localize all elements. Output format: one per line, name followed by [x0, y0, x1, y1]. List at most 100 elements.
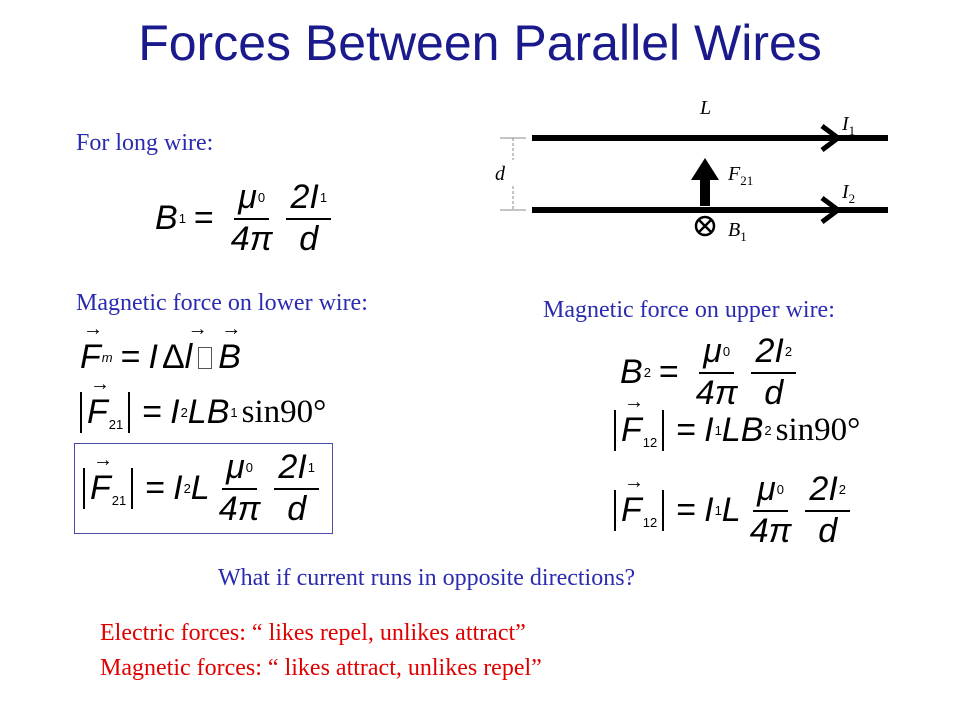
i-sub: 2: [838, 482, 846, 498]
b2-lhs-sub: 2: [643, 365, 651, 381]
diagram-label-b1: B1: [728, 219, 747, 244]
equation-f12-sin: F12 = I1 L B2 sin90°: [614, 390, 861, 451]
diagram-label-i1: I1: [841, 113, 855, 138]
mu-sub: 0: [245, 460, 253, 476]
sin-term: sin90°: [775, 411, 861, 448]
distance-d: d: [287, 489, 307, 528]
distance-d: d: [818, 511, 838, 550]
four-pi: 4π: [218, 489, 261, 528]
length-l: L: [721, 491, 741, 530]
length-l: L: [187, 392, 207, 431]
distance-d: d: [299, 219, 319, 258]
cross-product-box-icon: [198, 346, 213, 369]
force-vector-f: F: [621, 470, 644, 531]
mu-sub: 0: [722, 344, 731, 360]
parallel-wires-diagram: L I1 I2 d F21 B1: [495, 97, 888, 244]
electric-forces-rule: Electric forces: “ likes repel, unlikes …: [100, 620, 526, 646]
f21-sub: 21: [108, 417, 124, 432]
four-pi: 4π: [749, 511, 792, 550]
equals-sign: =: [120, 338, 141, 376]
diagram-label-i2: I2: [841, 181, 855, 206]
magnitude-bars: F12: [614, 390, 665, 451]
current-i: I: [704, 410, 714, 449]
equals-sign: =: [658, 353, 679, 392]
i-sub: 2: [183, 481, 191, 497]
lower-current-arrow-icon: [820, 196, 843, 224]
current-i: I: [148, 338, 158, 376]
diagram-label-f21: F21: [727, 163, 753, 188]
length-l: L: [721, 410, 741, 449]
equation-f21-boxed: F21 = I2 L μ0 4π 2I1 d: [74, 443, 333, 535]
four-pi: 4π: [695, 373, 738, 412]
equals-sign: =: [676, 410, 697, 449]
equals-sign: =: [145, 469, 166, 508]
i-sub: 1: [307, 460, 315, 476]
mu-symbol: μ: [226, 448, 245, 486]
force-arrow-up-icon: [691, 158, 719, 180]
magnitude-bars: F21: [83, 448, 134, 510]
mu-sub: 0: [257, 190, 266, 206]
force-vector-f: F: [80, 318, 103, 377]
f12-sub: 12: [642, 435, 658, 450]
lower-wire-label: Magnetic force on lower wire:: [76, 290, 368, 316]
b1-lhs-sub: 1: [178, 211, 186, 227]
i-sub: 2: [180, 404, 188, 420]
equals-sign: =: [676, 491, 697, 530]
length-vector-l: l: [185, 318, 207, 377]
diagram-label-l: L: [699, 97, 711, 119]
field-b: B: [206, 392, 230, 431]
two-i: 2I: [278, 448, 307, 486]
diagram-label-d: d: [495, 163, 506, 185]
magnitude-bars: F12: [614, 470, 665, 532]
f12-sub: 12: [642, 515, 658, 531]
magnetic-forces-rule: Magnetic forces: “ likes attract, unlike…: [100, 655, 542, 681]
i-sub: 1: [714, 503, 722, 519]
i-sub: 2: [784, 344, 793, 360]
opposite-current-question: What if current runs in opposite directi…: [218, 565, 636, 591]
i-sub: 1: [319, 190, 328, 206]
force-vector-f: F: [87, 372, 110, 433]
f21-sub: 21: [111, 493, 127, 509]
mu-symbol: μ: [238, 178, 257, 216]
mu-symbol: μ: [703, 332, 722, 370]
equals-sign: =: [193, 199, 214, 238]
force-vector-f: F: [90, 448, 113, 509]
fm-sub: m: [101, 350, 113, 365]
b-sub: 1: [230, 404, 238, 420]
delta-symbol: Δ: [161, 338, 185, 376]
field-vector-b: B: [218, 318, 241, 377]
b2-lhs: B: [620, 353, 643, 392]
upper-wire-label: Magnetic force on upper wire:: [543, 297, 835, 323]
field-b: B: [740, 410, 764, 449]
equation-f21-sin: F21 = I2 L B1 sin90°: [80, 372, 327, 433]
sin-term: sin90°: [241, 393, 327, 430]
equation-f12-full: F12 = I1 L μ0 4π 2I2 d: [614, 470, 855, 550]
long-wire-label: For long wire:: [76, 130, 214, 156]
b-sub: 2: [764, 422, 772, 438]
magnitude-bars: F21: [80, 372, 131, 433]
two-i: 2I: [755, 332, 784, 370]
current-i: I: [173, 469, 183, 508]
b1-lhs: B: [155, 199, 178, 238]
current-i: I: [170, 392, 180, 431]
slide-title: Forces Between Parallel Wires: [138, 15, 822, 71]
upper-current-arrow-icon: [820, 124, 843, 152]
two-i: 2I: [290, 178, 319, 216]
i-sub: 1: [714, 422, 722, 438]
equation-fm: Fm = I Δ l B: [80, 318, 241, 377]
two-i: 2I: [809, 470, 838, 508]
current-i: I: [704, 491, 714, 530]
distance-d: d: [764, 373, 784, 412]
mu-symbol: μ: [757, 470, 776, 508]
equals-sign: =: [142, 392, 163, 431]
